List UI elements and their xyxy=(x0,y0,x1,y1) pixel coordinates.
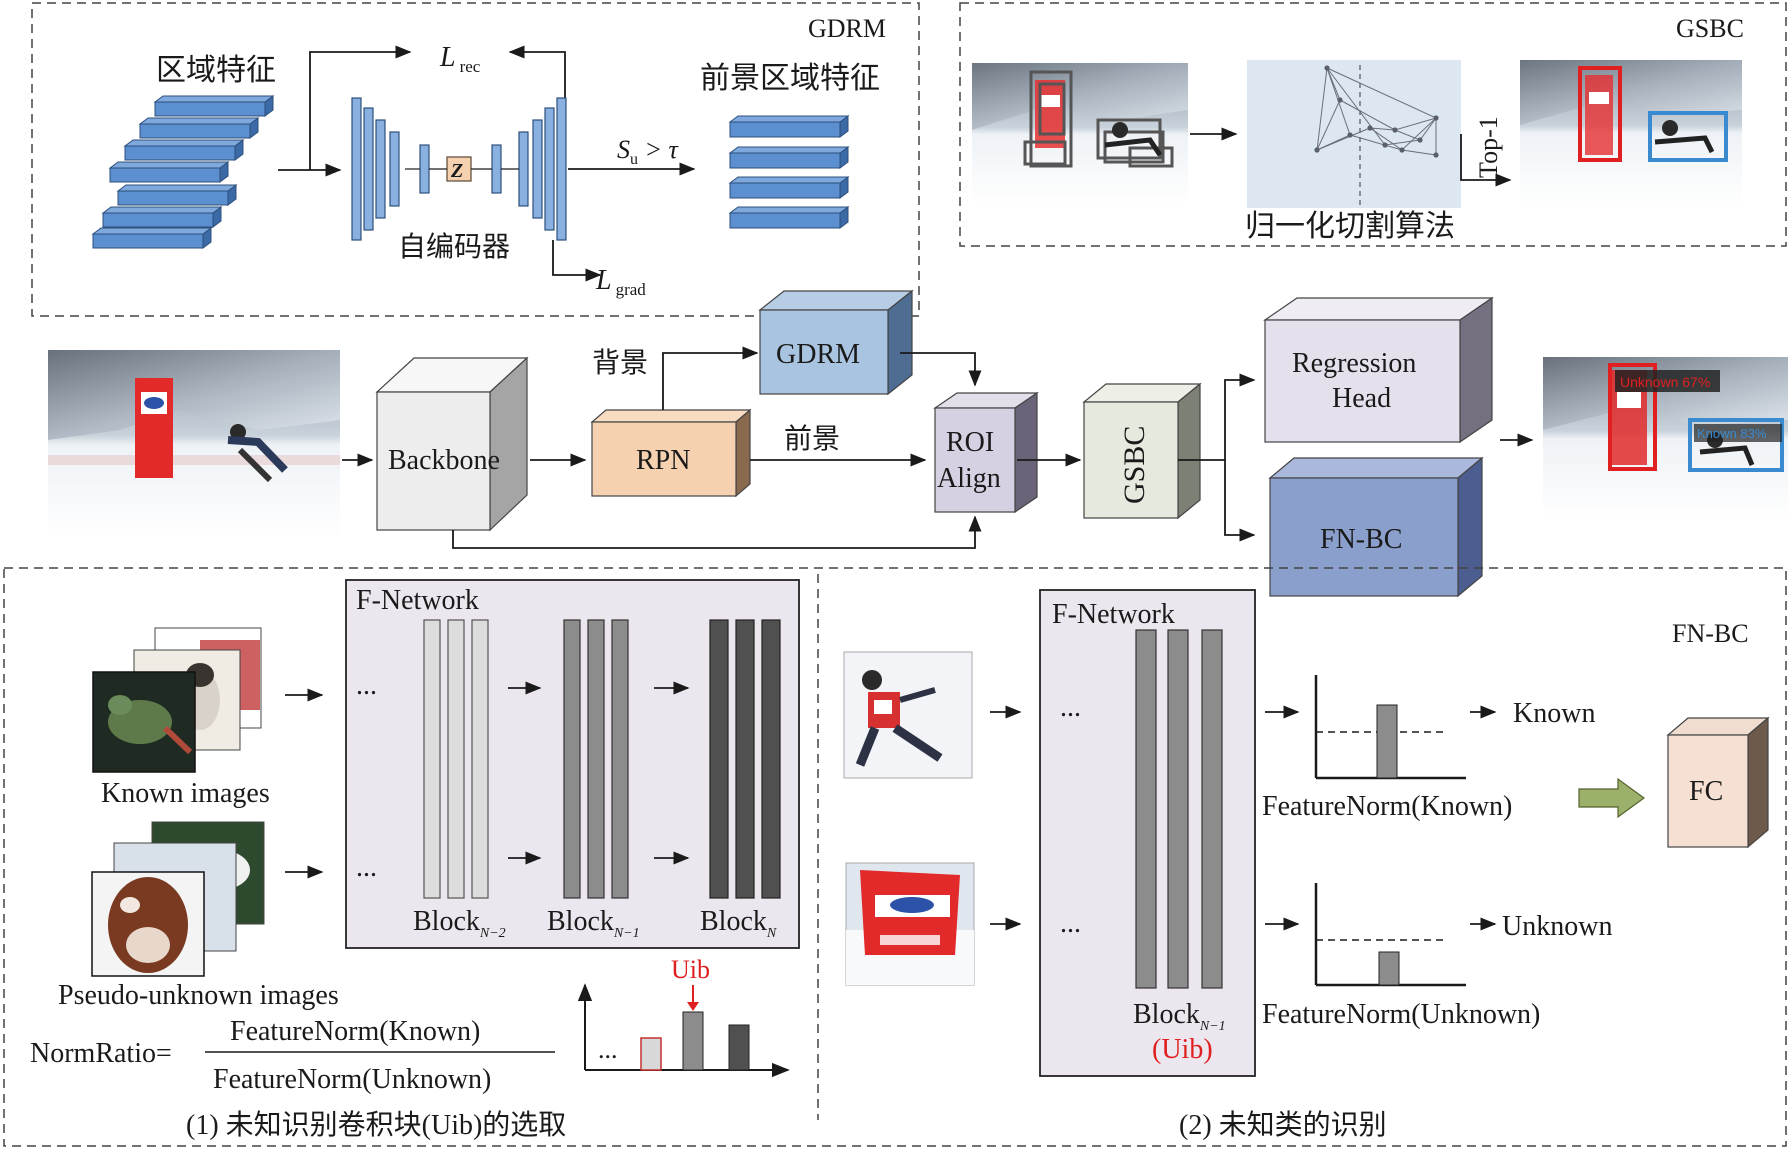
recog-input-gate xyxy=(845,862,975,986)
output-image: Unknown 67% Known 83% xyxy=(1543,357,1788,521)
gsbc-panel: GSBC xyxy=(959,2,1787,247)
autoencoder-label: 自编码器 xyxy=(398,231,510,263)
roi-label-line2: Align xyxy=(937,463,1001,494)
foreground-label: 前景 xyxy=(784,423,840,455)
rpn-block xyxy=(590,408,752,498)
block-n-1-label: BlockN−1 xyxy=(547,906,640,941)
ellipsis-bottom-2: ... xyxy=(1060,908,1081,939)
feature-norm-unknown-chart xyxy=(1314,883,1466,987)
unknown-recognition: F-Network ... ... BlockN−1 (Uib) Known F… xyxy=(843,589,1770,1141)
recog-input-skier xyxy=(843,651,973,779)
gdrm-block-label: GDRM xyxy=(776,339,860,370)
fc-block xyxy=(1666,716,1770,849)
block-n-1 xyxy=(563,619,629,899)
feature-norm-unknown-label: FeatureNorm(Unknown) xyxy=(1262,999,1540,1030)
backbone-label: Backbone xyxy=(388,445,500,476)
feature-norm-known-label: FeatureNorm(Known) xyxy=(1262,791,1512,822)
pseudo-unknown-label: Pseudo-unknown images xyxy=(58,980,339,1011)
foreground-features-label: 前景区域特征 xyxy=(700,62,880,95)
su-threshold-label: Su > τ xyxy=(617,135,680,168)
ncut-label: 归一化切割算法 xyxy=(1245,210,1455,243)
block-uib-label: BlockN−1 xyxy=(1133,999,1226,1034)
part2-caption: (2) 未知类的识别 xyxy=(1179,1109,1387,1141)
autoencoder xyxy=(351,97,567,241)
background-label: 背景 xyxy=(592,347,648,379)
gsbc-block xyxy=(1082,382,1202,520)
uib-bar-n2 xyxy=(640,1037,662,1071)
known-images-stack xyxy=(92,627,262,773)
gsbc-candidates-image xyxy=(972,63,1188,206)
unknown-result-label: Unknown xyxy=(1502,911,1612,942)
fnbc-block-label: FN-BC xyxy=(1320,524,1402,555)
part1-caption: (1) 未知识别卷积块(Uib)的选取 xyxy=(186,1109,566,1141)
gsbc-block-label: GSBC xyxy=(1118,426,1151,504)
block-uib xyxy=(1135,629,1223,989)
gsbc-title: GSBC xyxy=(1676,14,1744,43)
fnbc-panel-title: FN-BC xyxy=(1672,619,1749,648)
uib-bar-chart: ... Uib xyxy=(577,955,790,1078)
roi-align-block xyxy=(933,391,1039,514)
norm-ratio-lhs: NormRatio= xyxy=(30,1038,172,1069)
region-features-label: 区域特征 xyxy=(156,54,276,87)
fnbc-panel: FN-BC Known images xyxy=(3,567,1787,1147)
ellipsis-bottom-1: ... xyxy=(356,852,377,883)
feature-norm-known-chart xyxy=(1314,675,1466,780)
uib-bar-n1 xyxy=(682,1011,704,1071)
pseudo-unknown-images-stack xyxy=(91,821,265,977)
region-feature-stack xyxy=(91,95,275,249)
output-known-label: Known 83% xyxy=(1697,426,1767,441)
input-image xyxy=(48,350,340,540)
norm-ratio-denominator: FeatureNorm(Unknown) xyxy=(213,1064,491,1095)
block-uib-tag: (Uib) xyxy=(1152,1034,1213,1065)
rpn-label: RPN xyxy=(636,445,690,476)
block-n-label: BlockN xyxy=(700,906,777,941)
feature-norm-known-bar xyxy=(1376,704,1398,779)
ncut-graph xyxy=(1247,60,1461,208)
output-unknown-label: Unknown 67% xyxy=(1620,374,1710,390)
fnbc-block xyxy=(1268,456,1484,598)
regression-label-line1: Regression xyxy=(1292,348,1416,379)
f-network-label-2: F-Network xyxy=(1052,599,1175,630)
gsbc-top1-image xyxy=(1520,60,1742,206)
fc-label: FC xyxy=(1689,776,1723,807)
uib-bar-n xyxy=(728,1024,750,1071)
uib-chart-ellipsis: ... xyxy=(598,1035,618,1064)
roi-label-line1: ROI xyxy=(946,427,994,458)
known-result-label: Known xyxy=(1513,698,1595,729)
block-n xyxy=(709,619,781,899)
f-network-label-1: F-Network xyxy=(356,585,479,616)
known-images-label: Known images xyxy=(101,778,270,809)
latent-z-label: Z xyxy=(450,160,463,182)
top1-label: Top-1 xyxy=(1474,116,1503,178)
block-n-2-label: BlockN−2 xyxy=(413,906,506,941)
uib-pointer-label: Uib xyxy=(671,955,710,984)
backbone-block xyxy=(375,356,529,532)
regression-label-line2: Head xyxy=(1332,383,1391,414)
gdrm-title: GDRM xyxy=(808,14,886,43)
gdrm-block xyxy=(758,289,914,396)
regression-head-block xyxy=(1263,296,1494,444)
uib-selection: Known images Pseudo-unknown images F-Net… xyxy=(30,579,800,1141)
block-n-2 xyxy=(423,619,489,899)
feature-norm-unknown-bar xyxy=(1378,951,1400,986)
foreground-feature-stack xyxy=(728,115,850,229)
norm-ratio-numerator: FeatureNorm(Known) xyxy=(230,1016,480,1047)
ellipsis-top-2: ... xyxy=(1060,692,1081,723)
to-fc-arrow xyxy=(1578,777,1646,819)
pipeline: Backbone RPN 背景 GDRM 前景 xyxy=(48,289,1788,598)
ellipsis-top-1: ... xyxy=(356,670,377,701)
